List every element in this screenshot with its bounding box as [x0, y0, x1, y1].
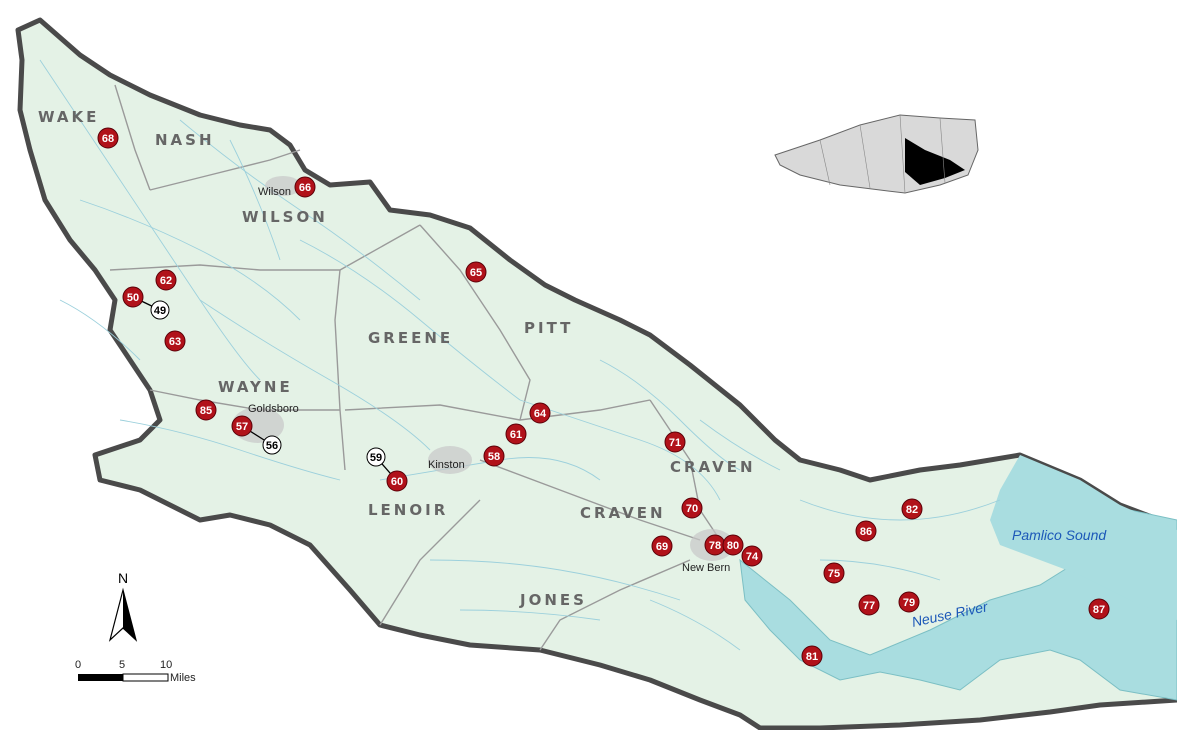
site-marker-78: 78 — [704, 534, 726, 556]
site-marker-65: 65 — [465, 261, 487, 283]
city-label-kinston: Kinston — [428, 459, 465, 471]
site-marker-74: 74 — [741, 545, 763, 567]
city-label-new-bern: New Bern — [682, 562, 730, 574]
site-marker-86: 86 — [855, 520, 877, 542]
scale-tick-0: 0 — [75, 659, 81, 671]
site-label-66: 66 — [299, 182, 311, 194]
site-label-79: 79 — [903, 597, 915, 609]
scale-tick-10: 10 — [160, 659, 172, 671]
county-boundaries — [109, 84, 721, 651]
site-label-70: 70 — [686, 503, 698, 515]
county-label-jones: JONES — [519, 591, 587, 609]
site-label-80: 80 — [727, 540, 739, 552]
water-label-pamlico-sound: Pamlico Sound — [1012, 527, 1107, 543]
site-marker-66: 66 — [294, 176, 316, 198]
site-marker-64: 64 — [529, 402, 551, 424]
site-label-61: 61 — [510, 429, 522, 441]
site-marker-87: 87 — [1088, 598, 1110, 620]
site-marker-59: 59 — [366, 447, 386, 467]
site-label-82: 82 — [906, 504, 918, 516]
city-label-goldsboro: Goldsboro — [248, 403, 299, 415]
site-marker-61: 61 — [505, 423, 527, 445]
site-label-71: 71 — [669, 437, 681, 449]
site-label-86: 86 — [860, 526, 872, 538]
site-label-69: 69 — [656, 541, 668, 553]
site-marker-71: 71 — [664, 431, 686, 453]
site-marker-85: 85 — [195, 399, 217, 421]
county-label-craven-south: CRAVEN — [580, 504, 666, 522]
site-label-56: 56 — [266, 440, 278, 452]
county-label-pitt: PITT — [524, 319, 573, 337]
stream-network — [39, 59, 1001, 651]
sampling-sites: 68 66 62 50 63 65 85 57 64 61 58 60 71 70 69 78 80 74 86 82… — [97, 127, 1110, 667]
site-marker-50: 50 — [122, 286, 144, 308]
site-marker-68: 68 — [97, 127, 119, 149]
site-label-49: 49 — [154, 305, 166, 317]
site-label-60: 60 — [391, 476, 403, 488]
county-label-lenoir: LENOIR — [368, 501, 448, 519]
site-marker-58: 58 — [483, 445, 505, 467]
site-marker-77: 77 — [858, 594, 880, 616]
site-marker-75: 75 — [823, 562, 845, 584]
site-label-87: 87 — [1093, 604, 1105, 616]
county-label-wayne: WAYNE — [218, 378, 293, 396]
site-label-85: 85 — [200, 405, 212, 417]
site-label-63: 63 — [169, 336, 181, 348]
county-label-wilson: WILSON — [242, 208, 328, 226]
nc-inset-map — [774, 114, 979, 194]
site-label-57: 57 — [236, 421, 248, 433]
site-marker-56: 56 — [262, 435, 282, 455]
site-marker-70: 70 — [681, 497, 703, 519]
site-label-59: 59 — [370, 452, 382, 464]
north-label: N — [118, 570, 128, 586]
site-marker-79: 79 — [898, 591, 920, 613]
site-label-62: 62 — [160, 275, 172, 287]
site-label-81: 81 — [806, 651, 818, 663]
site-marker-62: 62 — [155, 269, 177, 291]
city-label-wilson: Wilson — [258, 186, 291, 198]
scale-unit: Miles — [170, 672, 196, 684]
site-marker-57: 57 — [231, 415, 253, 437]
site-marker-60: 60 — [386, 470, 408, 492]
site-label-78: 78 — [709, 540, 721, 552]
site-label-75: 75 — [828, 568, 840, 580]
site-label-77: 77 — [863, 600, 875, 612]
site-label-74: 74 — [746, 551, 759, 563]
north-arrow: N — [108, 570, 138, 642]
site-marker-81: 81 — [801, 645, 823, 667]
pamlico-sound-water — [990, 455, 1177, 620]
site-marker-82: 82 — [901, 498, 923, 520]
site-label-64: 64 — [534, 408, 547, 420]
county-label-craven-north: CRAVEN — [670, 458, 756, 476]
site-label-68: 68 — [102, 133, 114, 145]
site-label-65: 65 — [470, 267, 482, 279]
site-marker-49: 49 — [150, 300, 170, 320]
site-marker-80: 80 — [722, 534, 744, 556]
site-marker-69: 69 — [651, 535, 673, 557]
county-label-nash: NASH — [155, 131, 215, 149]
neuse-river-estuary — [739, 509, 1177, 701]
scale-bar: 0 5 10 Miles — [75, 659, 196, 684]
site-marker-63: 63 — [164, 330, 186, 352]
county-label-greene: GREENE — [368, 329, 453, 347]
county-label-wake: WAKE — [38, 108, 99, 126]
scale-tick-5: 5 — [119, 659, 125, 671]
site-label-58: 58 — [488, 451, 500, 463]
site-label-50: 50 — [127, 292, 139, 304]
